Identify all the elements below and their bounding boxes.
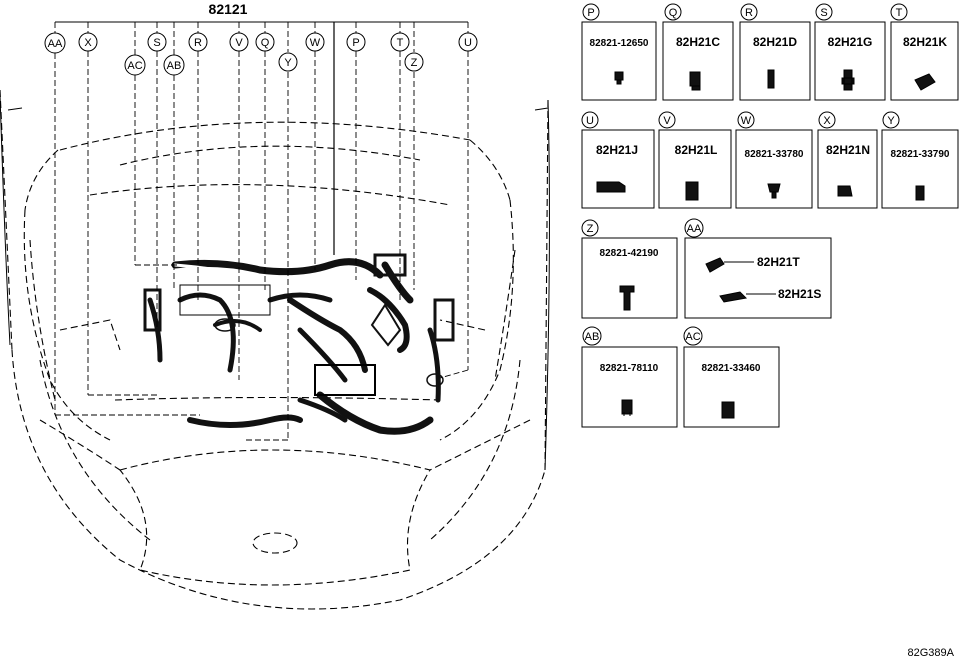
callout-Q[interactable]: Q	[255, 32, 275, 52]
part-box-S[interactable]: S 82H21G	[814, 3, 886, 101]
connector-icon	[596, 181, 626, 193]
part-number: 82H21N	[826, 143, 870, 157]
part-number: 82H21C	[676, 35, 720, 49]
callout-label: P	[352, 37, 359, 49]
part-box-label: U	[586, 115, 594, 127]
connector-icon	[721, 401, 735, 419]
callout-label: X	[84, 37, 92, 49]
part-number-b: 82H21S	[778, 287, 821, 301]
part-box-label: Q	[669, 7, 678, 19]
vehicle-solid-edges	[0, 94, 550, 471]
connector-icon	[841, 69, 855, 91]
callout-AB[interactable]: AB	[163, 54, 185, 76]
part-number: 82821-78110	[600, 363, 659, 374]
callout-P[interactable]: P	[346, 32, 366, 52]
callout-label: R	[194, 37, 202, 49]
callout-label: Z	[411, 57, 418, 69]
part-number: 82821-42190	[600, 248, 659, 259]
document-code: 82G389A	[907, 647, 954, 659]
part-box-label: R	[745, 7, 753, 19]
callout-label: V	[235, 37, 243, 49]
part-number: 82821-33780	[745, 149, 804, 160]
part-box-U[interactable]: U 82H21J	[581, 111, 655, 209]
callout-circles: AA X S R V Q W P T U AC AB Y Z	[44, 32, 478, 76]
part-number: 82821-33790	[891, 149, 950, 160]
connector-icon	[689, 71, 701, 91]
part-box-label: T	[896, 7, 903, 19]
part-box-label: AC	[685, 331, 700, 343]
callout-label: S	[153, 37, 160, 49]
part-box-R[interactable]: R 82H21D	[739, 3, 811, 101]
callout-U[interactable]: U	[458, 32, 478, 52]
callout-label: U	[464, 37, 472, 49]
callout-label: T	[397, 37, 404, 49]
part-number: 82821-12650	[590, 38, 649, 49]
part-box-AA[interactable]: AA 82H21T 82H21S	[684, 218, 832, 319]
vehicle-outline	[0, 89, 549, 610]
connector-icon	[719, 291, 748, 303]
callout-R[interactable]: R	[188, 32, 208, 52]
part-box-W[interactable]: W 82821-33780	[735, 111, 813, 209]
main-part-callout: 82121	[55, 1, 468, 255]
connector-icon	[914, 73, 936, 91]
part-box-label: Y	[887, 115, 895, 127]
connector-icon	[705, 257, 725, 273]
callout-V[interactable]: V	[229, 32, 249, 52]
connector-icon	[614, 71, 624, 85]
part-box-AC[interactable]: AC 82821-33460	[683, 326, 780, 428]
callout-Z[interactable]: Z	[404, 52, 424, 72]
part-number: 82H21D	[753, 35, 797, 49]
connector-icon	[915, 185, 925, 201]
callout-Y[interactable]: Y	[278, 52, 298, 72]
connector-icon	[767, 69, 775, 89]
part-number: 82H21J	[596, 143, 638, 157]
connector-icon	[685, 181, 699, 201]
part-box-label: Z	[587, 223, 594, 235]
callout-label: AA	[48, 38, 63, 50]
part-box-label: AA	[687, 223, 702, 235]
callout-X[interactable]: X	[78, 32, 98, 52]
part-box-AB[interactable]: AB 82821-78110	[581, 326, 678, 428]
callout-label: Q	[261, 37, 270, 49]
callout-AC[interactable]: AC	[124, 54, 146, 76]
callout-label: AC	[127, 60, 142, 72]
engine-wire-harness[interactable]	[143, 253, 455, 435]
callout-label: W	[310, 37, 321, 49]
part-box-label: S	[820, 7, 827, 19]
part-box-T[interactable]: T 82H21K	[890, 3, 959, 101]
part-box-label: P	[587, 7, 594, 19]
part-number: 82821-33460	[702, 363, 761, 374]
part-box-label: V	[663, 115, 671, 127]
callout-label: Y	[284, 57, 292, 69]
part-number-a: 82H21T	[757, 255, 800, 269]
part-number: 82H21G	[828, 35, 873, 49]
connector-icon	[619, 285, 635, 311]
part-box-P[interactable]: P 82821-12650	[581, 3, 657, 101]
part-number: 82H21L	[675, 143, 718, 157]
part-box-Q[interactable]: Q 82H21C	[662, 3, 734, 101]
part-box-X[interactable]: X 82H21N	[817, 111, 878, 209]
callout-T[interactable]: T	[390, 32, 410, 52]
connector-icon	[837, 185, 853, 197]
callout-S[interactable]: S	[147, 32, 167, 52]
part-box-label: W	[741, 115, 752, 127]
callout-leaders	[54, 22, 469, 441]
callout-label: AB	[167, 60, 182, 72]
part-box-Z[interactable]: Z 82821-42190	[581, 219, 678, 319]
part-number: 82H21K	[903, 35, 947, 49]
part-box-Y[interactable]: Y 82821-33790	[881, 111, 959, 209]
connector-icon	[621, 399, 633, 416]
callout-AA[interactable]: AA	[44, 32, 66, 54]
callout-W[interactable]: W	[305, 32, 325, 52]
part-box-label: X	[823, 115, 831, 127]
part-box-V[interactable]: V 82H21L	[658, 111, 732, 209]
connector-icon	[767, 183, 781, 199]
main-part-number[interactable]: 82121	[209, 1, 248, 17]
part-box-label: AB	[585, 331, 600, 343]
